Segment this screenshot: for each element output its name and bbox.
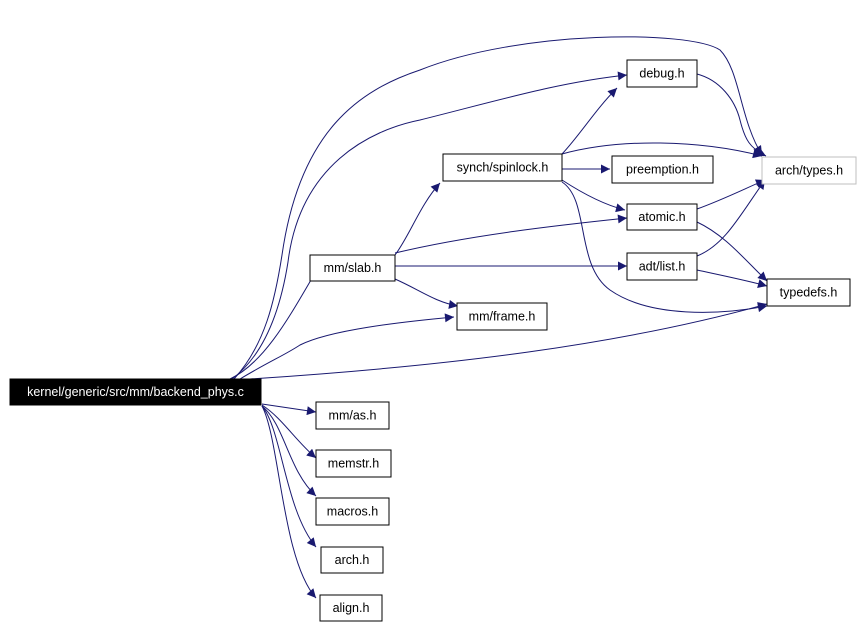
- node-label: memstr.h: [328, 457, 379, 471]
- node-arch-h[interactable]: arch.h: [320, 546, 384, 574]
- node-mm-as-h[interactable]: mm/as.h: [315, 401, 390, 430]
- edge-root-debug: [231, 71, 628, 380]
- edge-spinlock-atomic: [561, 179, 626, 213]
- node-label: adt/list.h: [639, 260, 686, 274]
- edge-root-types: [233, 36, 763, 380]
- node-backend-phys-c[interactable]: kernel/generic/src/mm/backend_phys.c: [9, 378, 262, 406]
- node-arch-types-h[interactable]: arch/types.h: [761, 156, 857, 185]
- node-label: synch/spinlock.h: [457, 161, 549, 175]
- node-label: align.h: [333, 601, 370, 615]
- edge-root-as: [261, 403, 317, 416]
- edge-root-align: [261, 405, 317, 599]
- node-label: kernel/generic/src/mm/backend_phys.c: [27, 385, 244, 399]
- edge-slab-atomic: [394, 214, 628, 254]
- edge-root-slab: [229, 267, 319, 380]
- node-label: mm/frame.h: [469, 310, 536, 324]
- node-macros-h[interactable]: macros.h: [315, 497, 390, 526]
- edge-list-typedefs: [696, 269, 768, 288]
- node-mm-frame-h[interactable]: mm/frame.h: [456, 302, 548, 331]
- edge-list-types: [696, 179, 766, 257]
- node-label: debug.h: [639, 67, 684, 81]
- edge-spinlock-types: [561, 142, 763, 159]
- edges-layer: [229, 36, 768, 599]
- edge-root-memstr: [261, 404, 317, 459]
- node-label: atomic.h: [638, 210, 685, 224]
- node-label: arch.h: [335, 553, 370, 567]
- node-preemption-h[interactable]: preemption.h: [611, 155, 714, 184]
- node-typedefs-h[interactable]: typedefs.h: [766, 278, 851, 307]
- edge-debug-types: [696, 73, 767, 157]
- edge-atomic-typedefs: [696, 221, 768, 282]
- node-label: preemption.h: [626, 163, 699, 177]
- node-label: mm/slab.h: [324, 261, 382, 275]
- node-label: mm/as.h: [329, 409, 377, 423]
- edge-slab-frame: [394, 278, 459, 309]
- node-adt-list-h[interactable]: adt/list.h: [626, 252, 698, 281]
- node-mm-slab-h[interactable]: mm/slab.h: [309, 254, 396, 282]
- node-label: typedefs.h: [780, 286, 838, 300]
- edge-spinlock-typedefs: [561, 181, 768, 313]
- node-synch-spinlock-h[interactable]: synch/spinlock.h: [442, 153, 563, 182]
- edge-root-frame: [239, 313, 455, 380]
- nodes-layer: kernel/generic/src/mm/backend_phys.c mm/…: [9, 59, 857, 622]
- edge-root-macros: [261, 405, 317, 497]
- node-atomic-h[interactable]: atomic.h: [626, 203, 698, 231]
- node-label: arch/types.h: [775, 164, 843, 178]
- edge-slab-spinlock: [394, 182, 441, 256]
- node-memstr-h[interactable]: memstr.h: [315, 449, 392, 478]
- edge-root-typedefs: [249, 302, 768, 380]
- node-label: macros.h: [327, 505, 378, 519]
- node-debug-h[interactable]: debug.h: [626, 59, 698, 88]
- node-align-h[interactable]: align.h: [319, 594, 383, 622]
- edge-spinlock-debug: [561, 87, 618, 155]
- edge-root-arch: [261, 405, 317, 548]
